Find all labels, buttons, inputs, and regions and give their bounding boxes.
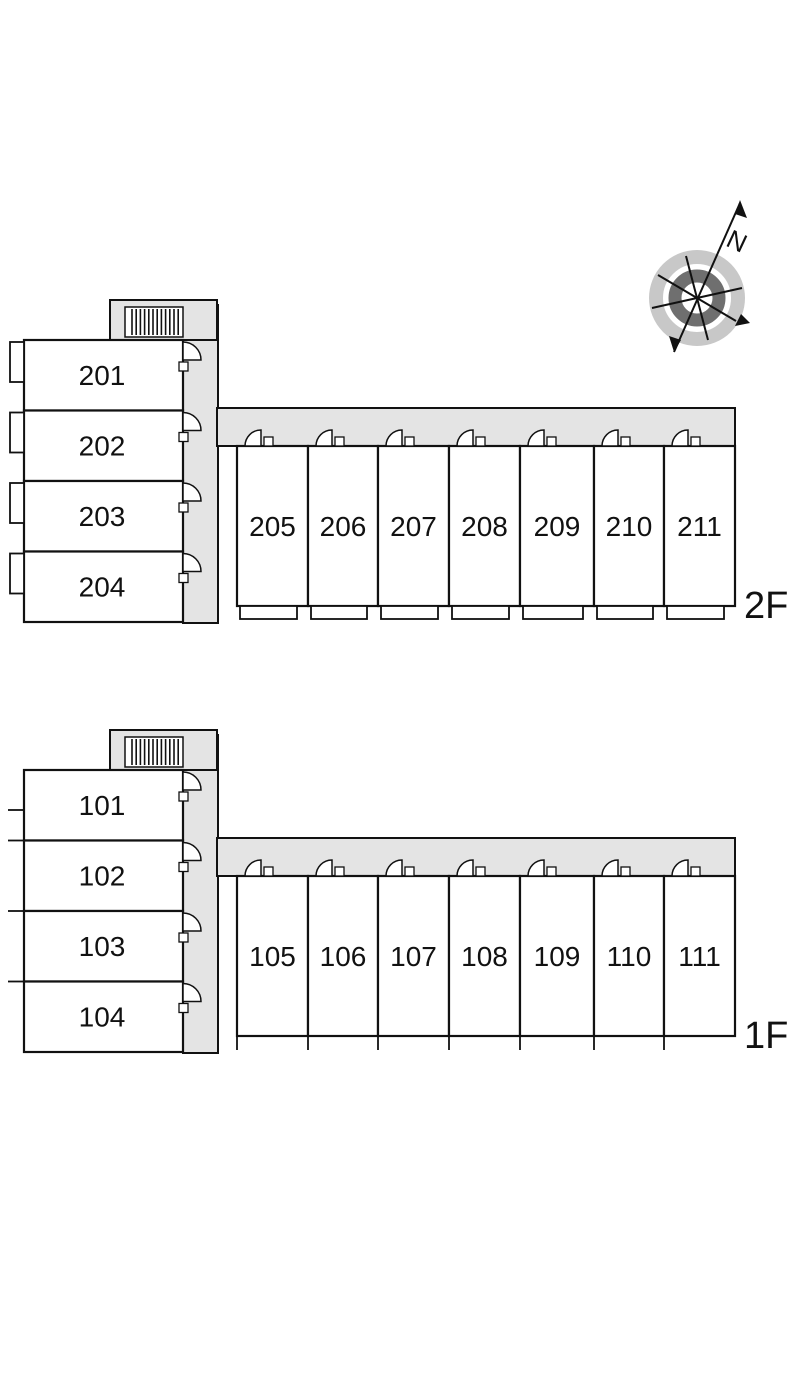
unit: 206 [306, 429, 380, 620]
door-icon [178, 482, 202, 513]
door-icon [178, 771, 202, 802]
unit: 203 [9, 479, 202, 553]
unit-label: 102 [79, 861, 126, 892]
door-icon [178, 411, 202, 443]
unit-label: 106 [320, 941, 367, 972]
unit: 201 [9, 338, 202, 412]
door-icon [178, 341, 202, 372]
floor-1f: 101 102 103 104 105 106 107 108 109 110 111 1F [8, 729, 788, 1057]
door-icon [671, 859, 701, 877]
unit-label: 109 [534, 941, 581, 972]
unit: 211 [662, 429, 737, 620]
unit: 101 [8, 768, 202, 842]
unit-label: 208 [461, 511, 508, 542]
unit-label: 204 [79, 572, 126, 603]
balcony [9, 482, 25, 524]
unit-label: 111 [678, 941, 721, 972]
door-icon [601, 429, 631, 447]
unit: 108 [447, 859, 522, 1050]
balcony [666, 605, 725, 620]
door-icon [178, 552, 202, 584]
unit: 105 [235, 859, 310, 1050]
door-icon [456, 859, 486, 877]
door-icon [315, 429, 345, 447]
unit: 106 [306, 859, 380, 1050]
unit: 207 [376, 429, 451, 620]
balcony [380, 605, 439, 620]
unit-label: 105 [249, 941, 296, 972]
door-icon [671, 429, 701, 447]
door-icon [527, 859, 557, 877]
balcony [9, 411, 25, 454]
door-icon [178, 912, 202, 943]
unit-label: 101 [79, 790, 126, 821]
unit: 104 [8, 980, 202, 1054]
floor-2f: 201 202 203 204 205 206 207 208 209 210 211 2F [9, 299, 788, 627]
staircase [124, 736, 184, 768]
door-icon [315, 859, 345, 877]
unit-label: 210 [606, 511, 653, 542]
unit-label: 103 [79, 931, 126, 962]
floor-label: 2F [744, 585, 788, 627]
unit: 208 [447, 429, 522, 620]
door-icon [178, 982, 202, 1014]
unit-label: 209 [534, 511, 581, 542]
unit: 111 [662, 859, 737, 1050]
unit: 107 [376, 859, 451, 1050]
unit: 209 [518, 429, 596, 620]
unit: 103 [8, 909, 202, 983]
unit-label: 202 [79, 431, 126, 462]
door-icon [244, 429, 274, 447]
unit-label: 110 [607, 941, 652, 972]
compass-north-label: N [722, 223, 752, 258]
balcony [451, 605, 510, 620]
unit: 210 [592, 429, 666, 620]
unit-label: 205 [249, 511, 296, 542]
balcony [239, 605, 298, 620]
unit-label: 203 [79, 501, 126, 532]
balcony [310, 605, 368, 620]
balcony [9, 552, 25, 595]
door-icon [456, 429, 486, 447]
unit-label: 104 [79, 1002, 126, 1033]
unit-label: 201 [79, 360, 126, 391]
door-icon [178, 841, 202, 873]
unit-label: 107 [390, 941, 437, 972]
balcony [522, 605, 584, 620]
door-icon [601, 859, 631, 877]
unit-label: 206 [320, 511, 367, 542]
staircase [124, 306, 184, 338]
unit: 110 [592, 859, 666, 1050]
unit: 102 [8, 839, 202, 913]
unit-label: 108 [461, 941, 508, 972]
unit: 205 [235, 429, 310, 620]
unit-label: 207 [390, 511, 437, 542]
compass-icon: N [649, 200, 752, 353]
unit: 109 [518, 859, 596, 1050]
floor-label: 1F [744, 1015, 788, 1057]
door-icon [527, 429, 557, 447]
unit: 204 [9, 550, 202, 624]
balcony [596, 605, 654, 620]
balcony [9, 341, 25, 383]
unit: 202 [9, 409, 202, 483]
door-icon [244, 859, 274, 877]
door-icon [385, 859, 415, 877]
unit-label: 211 [677, 511, 722, 542]
door-icon [385, 429, 415, 447]
